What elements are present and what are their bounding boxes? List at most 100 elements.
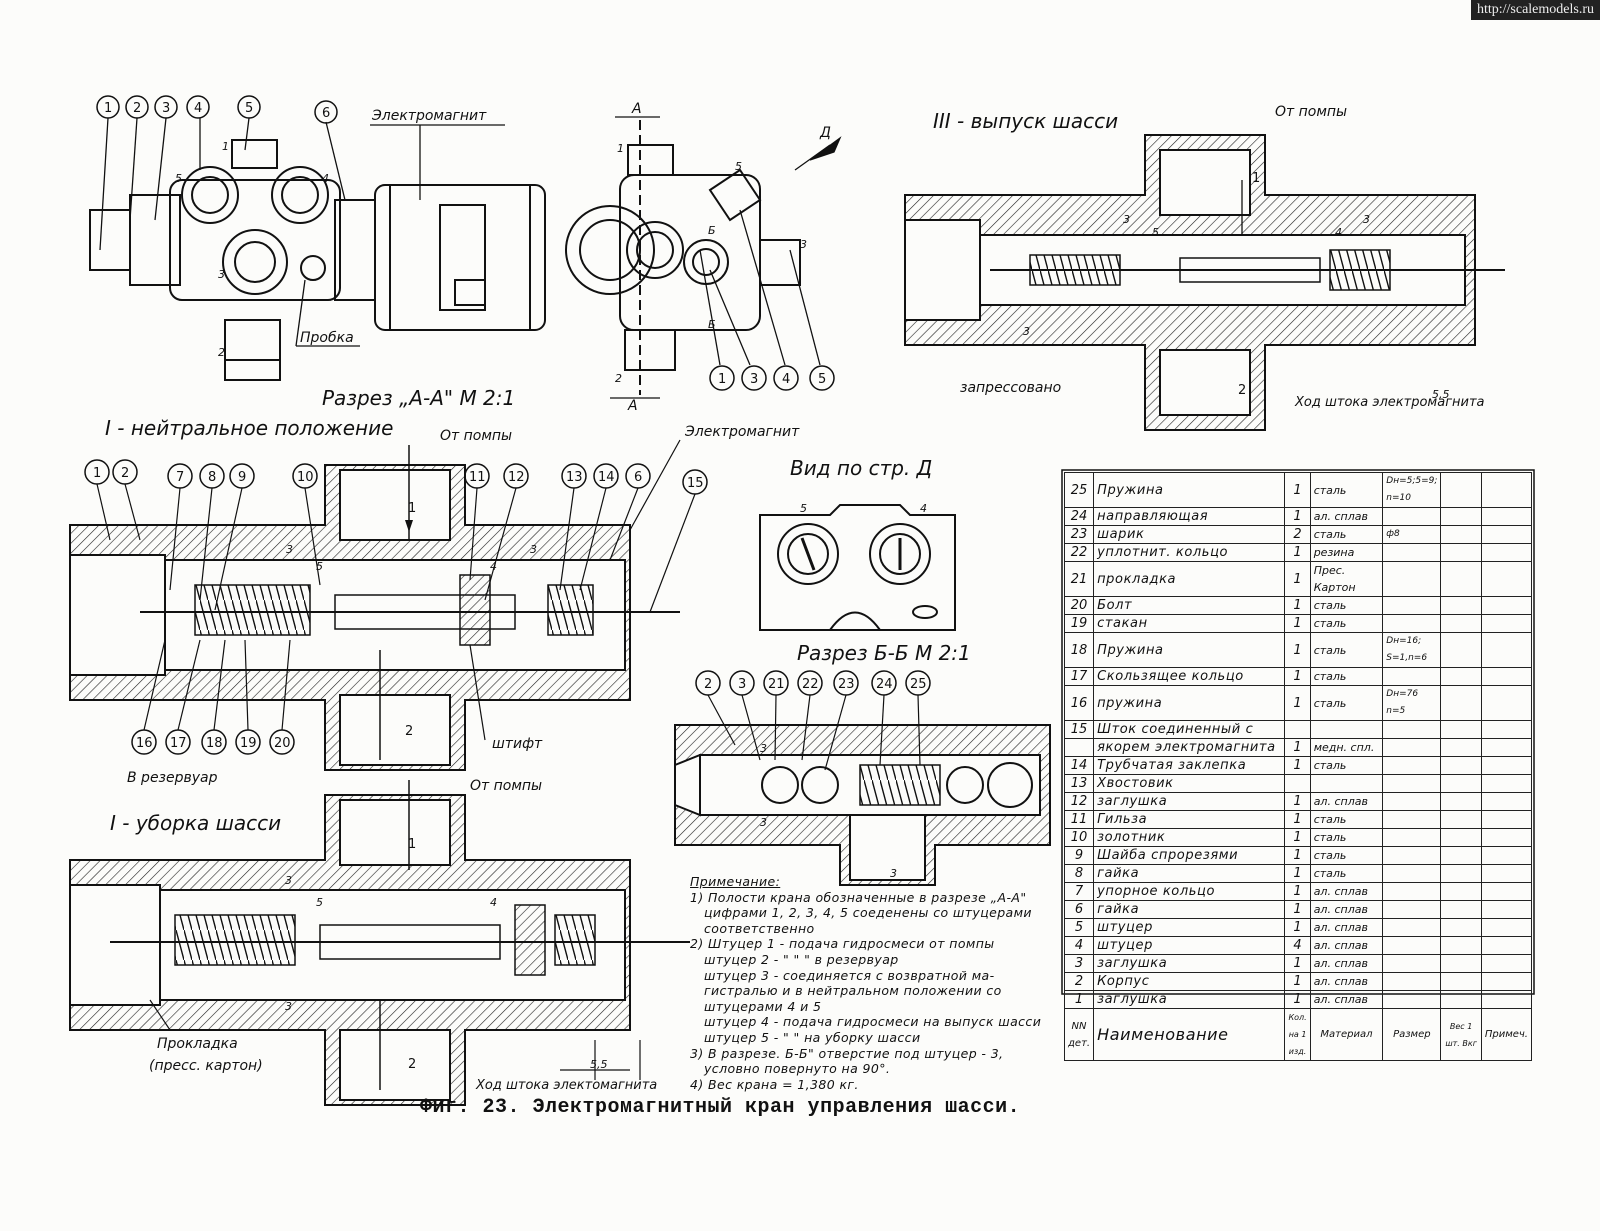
s1-callout-18: 18 xyxy=(206,736,223,751)
s1-callout-17: 17 xyxy=(170,736,187,751)
parts-cell-n: 3 xyxy=(1063,954,1095,973)
parts-cell-p xyxy=(1480,685,1533,721)
parts-cell-m xyxy=(1309,774,1384,793)
ev-cut-b-top: Б xyxy=(708,224,716,237)
vd-title: Вид по стр. Д xyxy=(790,456,932,480)
s3-from-pump: От помпы xyxy=(1275,104,1347,120)
parts-cell-w xyxy=(1440,543,1482,562)
parts-cell-nm: штуцер xyxy=(1093,936,1286,955)
parts-cell-nm: заглушка xyxy=(1093,792,1286,811)
parts-cell-m: сталь xyxy=(1309,596,1384,615)
note-line: 4) Вес крана = 1,380 кг. xyxy=(690,1076,859,1092)
parts-cell-n: 1 xyxy=(1063,990,1095,1009)
hdr-size: Размер xyxy=(1382,1008,1442,1061)
parts-cell-p xyxy=(1480,954,1533,973)
parts-cell-n: 9 xyxy=(1063,846,1095,865)
tv-callout-3: 3 xyxy=(162,101,170,116)
ev-cut-a-bottom: А xyxy=(627,398,638,414)
parts-cell-q: 4 xyxy=(1284,936,1311,955)
parts-cell-q: 1 xyxy=(1284,614,1311,633)
ev-cut-a-top: А xyxy=(631,101,642,117)
parts-cell-p xyxy=(1480,810,1533,829)
s1-callout-11: 11 xyxy=(469,470,486,485)
note-line: цифрами 1, 2, 3, 4, 5 соеденены со штуце… xyxy=(704,905,1032,921)
parts-cell-s xyxy=(1382,828,1442,847)
parts-cell-s xyxy=(1382,596,1442,615)
parts-cell-w xyxy=(1440,972,1482,991)
s3-dim: 5,5 xyxy=(1432,388,1450,401)
parts-cell-p xyxy=(1480,936,1533,955)
s2-port-1: 1 xyxy=(408,837,416,852)
parts-cell-nm: гайка xyxy=(1093,900,1286,919)
parts-cell-p xyxy=(1480,774,1533,793)
parts-cell-n: 17 xyxy=(1063,667,1095,686)
ev-port-5: 5 xyxy=(735,160,742,173)
parts-cell-q: 1 xyxy=(1284,667,1311,686)
parts-cell-m: ал. сплав xyxy=(1309,972,1384,991)
parts-cell-nm: прокладка xyxy=(1093,561,1286,597)
parts-cell-n: 18 xyxy=(1063,632,1095,668)
parts-cell-w xyxy=(1440,828,1482,847)
parts-cell-s xyxy=(1382,900,1442,919)
parts-cell-q: 2 xyxy=(1284,525,1311,544)
top-view-callouts xyxy=(96,95,338,124)
s2-port-4: 4 xyxy=(490,896,497,909)
note-line: штуцер 4 - подача гидросмеси на выпуск ш… xyxy=(704,1014,1042,1030)
parts-cell-m: резина xyxy=(1309,543,1384,562)
tv-port-3: 3 xyxy=(218,268,225,281)
parts-cell-m: сталь xyxy=(1309,828,1384,847)
tv-solenoid-label: Электромагнит xyxy=(371,108,487,124)
s1-callout-15: 15 xyxy=(687,476,704,491)
sbb-callout-3: 3 xyxy=(738,677,746,692)
s1-pin: штифт xyxy=(492,736,543,752)
parts-cell-nm: Шток соединенный с xyxy=(1093,720,1286,739)
ev-title: Разрез „А-А" М 2:1 xyxy=(322,386,515,410)
parts-cell-p xyxy=(1480,846,1533,865)
s3-port-4: 4 xyxy=(1335,226,1342,239)
note-line: 2) Штуцер 1 - подача гидросмеси от помпы xyxy=(690,936,995,952)
parts-cell-s xyxy=(1382,918,1442,937)
parts-cell-n: 8 xyxy=(1063,864,1095,883)
parts-cell-s xyxy=(1382,792,1442,811)
notes-title: Примечание: xyxy=(690,874,781,889)
parts-cell-nm: упорное кольцо xyxy=(1093,882,1286,901)
parts-cell-q: 1 xyxy=(1284,756,1311,775)
parts-cell-s xyxy=(1382,954,1442,973)
note-line: условно повернуто на 90°. xyxy=(704,1061,891,1077)
parts-cell-n: 6 xyxy=(1063,900,1095,919)
note-line: 1) Полости крана обозначенные в разрезе … xyxy=(690,889,1027,905)
parts-cell-p xyxy=(1480,882,1533,901)
parts-cell-m: сталь xyxy=(1309,810,1384,829)
s3-title: III - выпуск шасси xyxy=(933,109,1118,133)
end-view-callouts xyxy=(709,365,835,391)
parts-cell-q: 1 xyxy=(1284,990,1311,1009)
section-ii-body xyxy=(69,780,690,1106)
parts-cell-q: 1 xyxy=(1284,828,1311,847)
parts-cell-p xyxy=(1480,990,1533,1009)
parts-cell-w xyxy=(1440,561,1482,597)
tv-callout-6: 6 xyxy=(322,106,330,121)
s3-port-2: 2 xyxy=(1238,383,1246,398)
parts-cell-p xyxy=(1480,864,1533,883)
section-i-leaders xyxy=(96,439,696,741)
note-line: штуцер 5 - " " на уборку шасси xyxy=(704,1029,921,1045)
parts-cell-p xyxy=(1480,738,1533,757)
sbb-callout-25: 25 xyxy=(910,677,927,692)
parts-cell-w xyxy=(1440,685,1482,721)
parts-cell-m: сталь xyxy=(1309,685,1384,721)
parts-cell-q: 1 xyxy=(1284,561,1311,597)
parts-cell-n: 21 xyxy=(1063,561,1095,597)
parts-cell-p xyxy=(1480,900,1533,919)
parts-cell-w xyxy=(1440,667,1482,686)
ev-callout-4: 4 xyxy=(782,372,790,387)
parts-cell-q: 1 xyxy=(1284,846,1311,865)
hdr-note: Примеч. xyxy=(1480,1008,1533,1061)
parts-cell-p xyxy=(1480,507,1533,526)
s1-callout-2: 2 xyxy=(121,466,129,481)
parts-cell-q: 1 xyxy=(1284,632,1311,668)
s1-callout-1: 1 xyxy=(93,466,101,481)
